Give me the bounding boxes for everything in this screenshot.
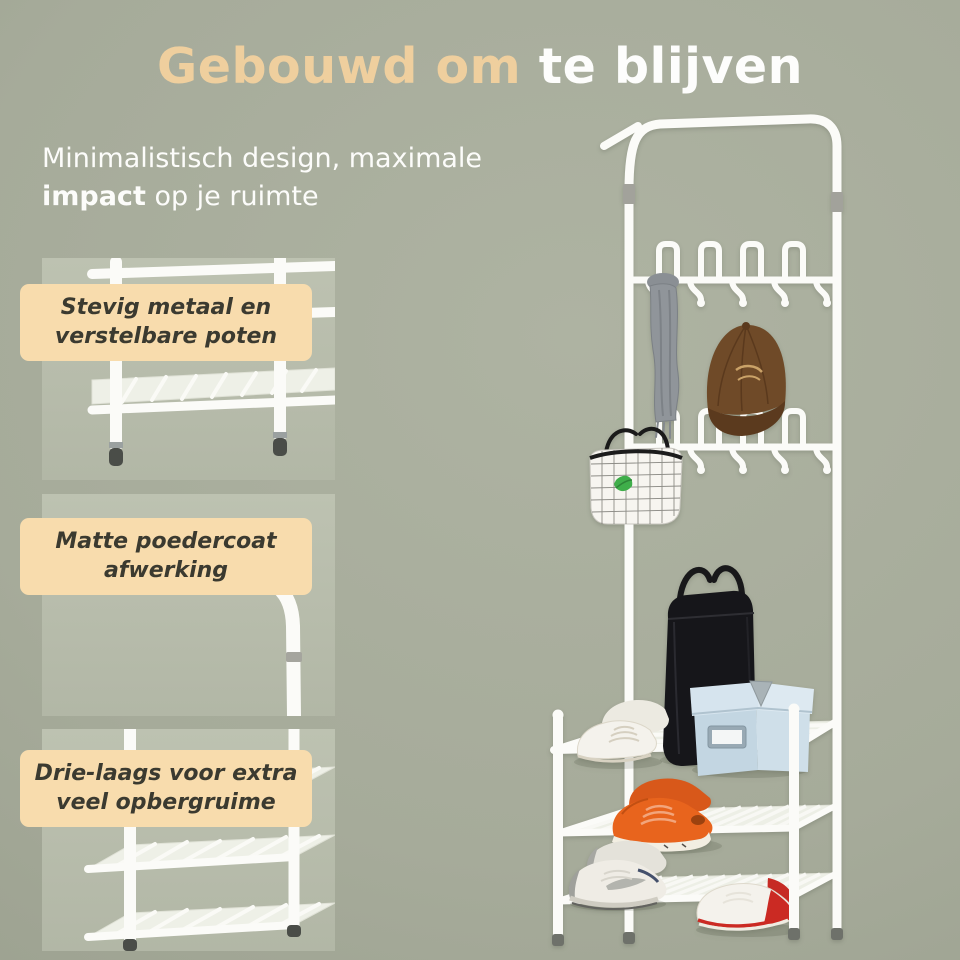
red-shoes [696, 878, 794, 931]
callout-line: Stevig metaal en [60, 295, 272, 320]
scarf [647, 273, 680, 440]
rack-front-posts [553, 707, 799, 941]
callout-three-tiers: Drie-laags voor extra veel opbergruime [20, 750, 312, 828]
subtitle: Minimalistisch design, maximale impact op… [42, 140, 482, 217]
connector-collar [623, 184, 635, 204]
white-sneakers [576, 699, 669, 763]
page-title: Gebouwd om te blijven [0, 38, 960, 95]
callout-steel-metal: Stevig metaal en verstelbare poten [20, 284, 312, 362]
callout-line: Matte poedercoat [55, 529, 277, 554]
callout-line: Drie-laags voor extra [34, 761, 298, 786]
title-rest: te blijven [521, 38, 803, 95]
callout-line: afwerking [103, 557, 229, 583]
subtitle-rest: op je ruimte [145, 181, 319, 213]
baseball-cap [706, 322, 786, 436]
subtitle-bold: impact [42, 181, 146, 213]
callout-line: verstelbare poten [54, 323, 278, 349]
subtitle-line1: Minimalistisch design, maximale [42, 143, 483, 174]
rack-feet [552, 928, 843, 946]
product-photo-coat-rack [518, 98, 960, 960]
hook-balls-top [655, 299, 831, 307]
grey-sneakers [568, 840, 667, 910]
basket-bag [589, 426, 683, 525]
title-accent: Gebouwd om [157, 38, 522, 95]
callout-powder-coat: Matte poedercoat afwerking [20, 518, 312, 596]
connector-collar [831, 192, 843, 212]
callout-line: veel opbergruime [56, 789, 276, 815]
